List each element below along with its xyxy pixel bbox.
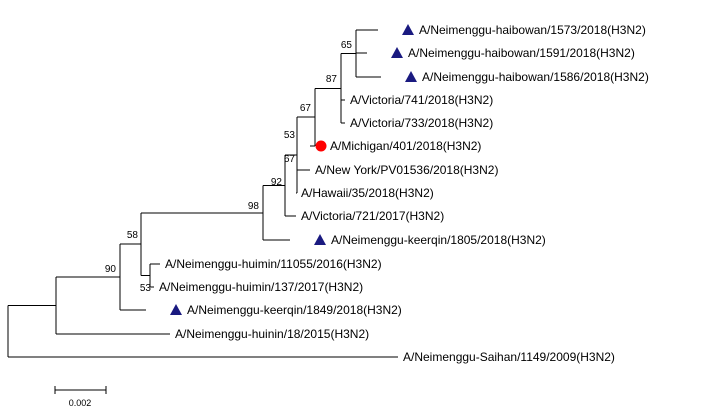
leaf-label-new-york-pv01536: A/New York/PV01536/2018(H3N2) [315,163,498,177]
leaf-label-haibowan-1586: A/Neimenggu-haibowan/1586/2018(H3N2) [422,70,649,84]
leaf-label-michigan-401: A/Michigan/401/2018(H3N2) [330,139,481,153]
leaf-label-victoria-741: A/Victoria/741/2018(H3N2) [350,93,493,107]
leaf-label-keerqin-1805: A/Neimenggu-keerqin/1805/2018(H3N2) [331,233,546,247]
scale-bar-label: 0.002 [69,398,92,408]
bootstrap-value: 92 [271,177,283,188]
leaf-label-huimin-137: A/Neimenggu-huimin/137/2017(H3N2) [159,280,363,294]
leaf-label-haibowan-1591: A/Neimenggu-haibowan/1591/2018(H3N2) [408,46,635,60]
triangle-marker-icon [314,234,326,245]
bootstrap-value: 67 [300,103,312,114]
triangle-marker-icon [170,304,182,315]
bootstrap-value: 87 [326,74,338,85]
leaf-label-hawaii-35: A/Hawaii/35/2018(H3N2) [301,186,434,200]
tree-branches [7,29,398,358]
leaf-label-huimin-11055: A/Neimenggu-huimin/11055/2016(H3N2) [165,257,382,271]
leaf-label-keerqin-1849: A/Neimenggu-keerqin/1849/2018(H3N2) [187,303,402,317]
leaf-label-haibowan-1573: A/Neimenggu-haibowan/1573/2018(H3N2) [419,23,646,37]
bootstrap-value: 53 [284,130,296,141]
leaf-label-saihan-1149: A/Neimenggu-Saihan/1149/2009(H3N2) [403,350,615,364]
leaf-markers [170,24,417,315]
bootstrap-value: 58 [127,230,139,241]
leaf-labels: A/Neimenggu-haibowan/1573/2018(H3N2) A/N… [159,23,649,364]
scale-bar: 0.002 [54,386,107,408]
bootstrap-values: 65 87 67 53 67 92 98 58 53 90 [105,40,353,294]
triangle-marker-icon [402,24,414,35]
reference-dot-icon [315,140,327,152]
bootstrap-value: 98 [248,201,260,212]
bootstrap-value: 67 [284,154,296,165]
triangle-marker-icon [391,47,403,58]
leaf-label-victoria-721: A/Victoria/721/2017(H3N2) [301,209,444,223]
leaf-label-victoria-733: A/Victoria/733/2018(H3N2) [350,116,493,130]
bootstrap-value: 53 [140,283,152,294]
leaf-label-huinin-18: A/Neimenggu-huinin/18/2015(H3N2) [175,327,369,341]
triangle-marker-icon [405,71,417,82]
bootstrap-value: 90 [105,264,117,275]
bootstrap-value: 65 [341,40,353,51]
